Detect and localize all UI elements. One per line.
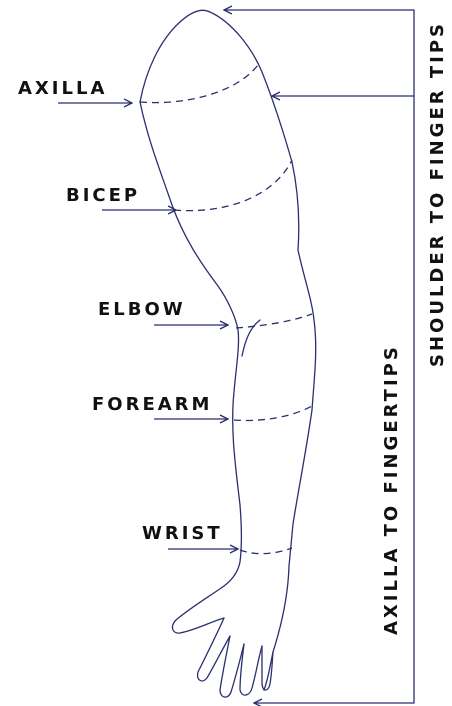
elbow-band	[236, 314, 312, 328]
wrist-band	[240, 548, 292, 554]
label-axilla-to-fingertips: AXILLA TO FINGERTIPS	[381, 344, 402, 635]
length-brackets: SHOULDER TO FINGER TIPS AXILLA TO FINGER…	[224, 10, 448, 703]
arm-outline	[140, 10, 316, 697]
label-shoulder-to-finger-tips: SHOULDER TO FINGER TIPS	[427, 21, 448, 367]
bicep-band	[174, 160, 292, 211]
axilla-band	[140, 62, 260, 103]
label-elbow: ELBOW	[98, 299, 186, 320]
label-wrist: WRIST	[142, 523, 223, 544]
label-bicep: BICEP	[66, 185, 140, 206]
arm-outer-contour	[140, 10, 316, 690]
elbow-crease	[242, 320, 260, 356]
label-axilla: AXILLA	[18, 78, 107, 99]
arm-inner-contour	[140, 102, 242, 586]
hand-index-finger	[198, 618, 230, 681]
label-forearm: FOREARM	[92, 394, 212, 415]
body-part-labels: AXILLA BICEP ELBOW FOREARM WRIST	[18, 78, 238, 549]
hand-ring-finger	[240, 644, 262, 695]
forearm-band	[234, 406, 312, 420]
hand-little-finger	[262, 646, 273, 690]
hand-thumb	[173, 586, 224, 633]
